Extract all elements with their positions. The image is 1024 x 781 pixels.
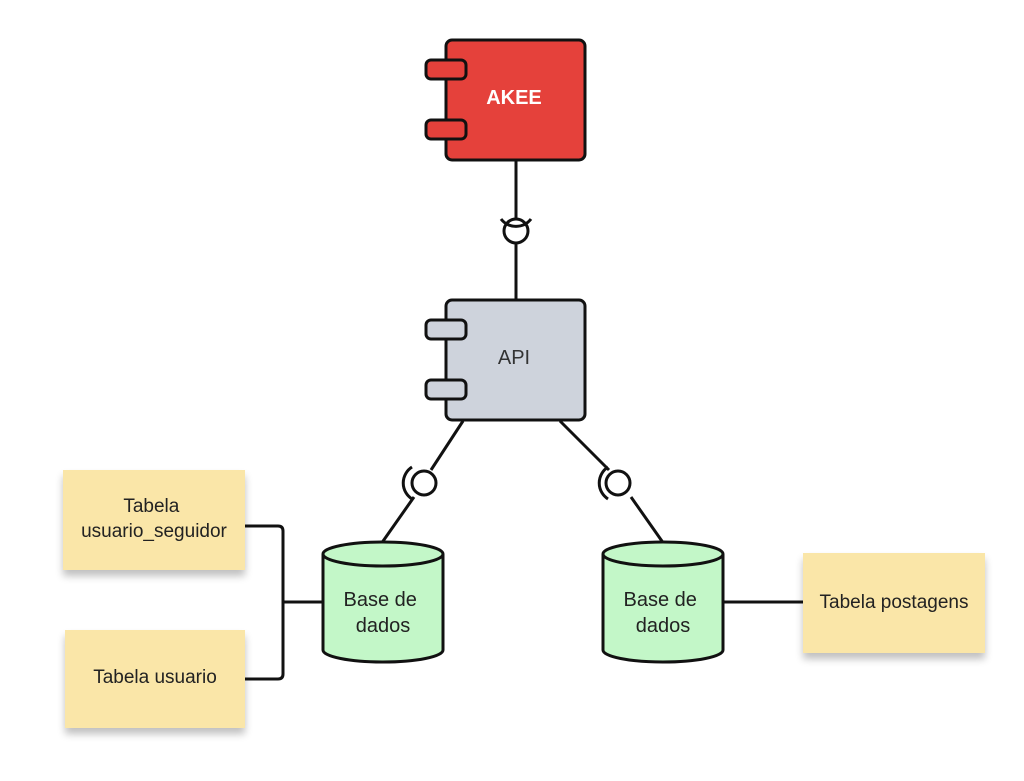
database-left-label: Base de dados xyxy=(344,589,423,637)
component-akee[interactable]: AKEE xyxy=(424,38,587,162)
component-icon-port xyxy=(424,378,468,401)
note-tabela-usuario-seguidor[interactable]: Tabela usuario_seguidor xyxy=(63,470,245,570)
connector-api-right-interface xyxy=(558,419,611,472)
database-right-top xyxy=(601,540,725,568)
database-right-label: Base de dados xyxy=(624,589,703,637)
note-usuario-seguidor-box xyxy=(63,470,245,570)
interface-api-left-db xyxy=(401,465,438,501)
component-icon-port xyxy=(424,118,468,141)
interface-akee-api xyxy=(499,217,533,245)
database-right[interactable]: Base de dados xyxy=(601,540,725,664)
note-usuario-box xyxy=(65,630,245,728)
component-api-label: API xyxy=(498,347,530,369)
connector-right-interface-db xyxy=(629,496,666,545)
database-left[interactable]: Base de dados xyxy=(321,540,445,664)
connectors xyxy=(245,160,803,681)
component-icon-port xyxy=(424,58,468,81)
database-right-body xyxy=(601,554,725,664)
component-api[interactable]: API xyxy=(424,298,587,422)
note-usuario-label: Tabela usuario xyxy=(93,667,217,688)
connector-notes-left-db xyxy=(245,524,323,681)
connector-left-interface-db xyxy=(379,496,416,545)
note-tabela-postagens[interactable]: Tabela postagens xyxy=(803,553,985,653)
component-akee-label: AKEE xyxy=(486,87,542,109)
component-icon-port xyxy=(424,318,468,341)
note-tabela-usuario[interactable]: Tabela usuario xyxy=(65,630,245,728)
connector-api-left-interface xyxy=(429,420,465,471)
note-usuario-seguidor-label: Tabela usuario_seguidor xyxy=(81,496,227,542)
interface-api-right-db xyxy=(597,465,632,501)
note-postagens-box xyxy=(803,553,985,653)
component-api-body xyxy=(444,298,587,422)
component-akee-body xyxy=(444,38,587,162)
note-postagens-label: Tabela postagens xyxy=(820,592,969,613)
database-left-body xyxy=(321,554,445,664)
database-left-top xyxy=(321,540,445,568)
